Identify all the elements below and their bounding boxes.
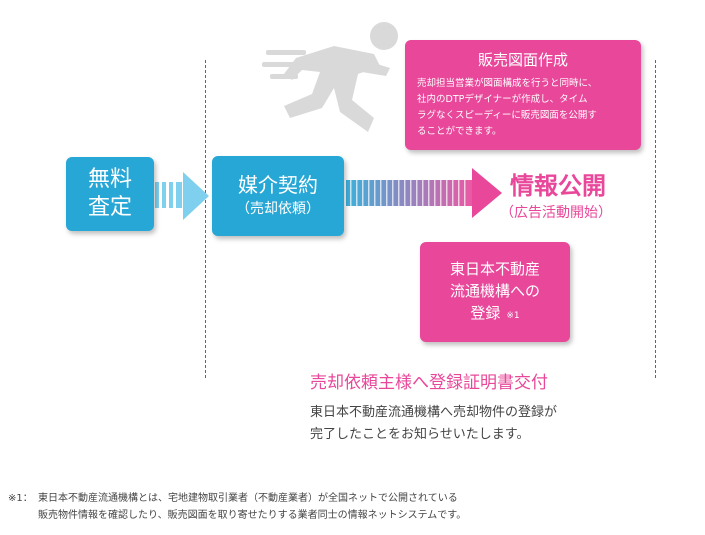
reins-line2: 流通機構への	[449, 281, 540, 300]
footnote-line1: ※1： 東日本不動産流通機構とは、宅地建物取引業者（不動産業者）が全国ネットで公開…	[8, 490, 466, 507]
footnote: ※1： 東日本不動産流通機構とは、宅地建物取引業者（不動産業者）が全国ネットで公開…	[8, 490, 466, 524]
footnote-text1: 東日本不動産流通機構とは、宅地建物取引業者（不動産業者）が全国ネットで公開されて…	[38, 493, 458, 504]
arrow-mediation-to-publish	[346, 168, 502, 218]
sales-drawing-title: 販売図面作成	[477, 51, 568, 69]
reins-line3: 登録 ※1	[470, 302, 519, 327]
running-person-icon	[262, 22, 398, 132]
reins-registration-box: 東日本不動産 流通機構への 登録 ※1	[420, 242, 570, 342]
arrow-free-to-mediation	[155, 172, 209, 220]
free-appraisal-line1: 無料	[87, 167, 132, 192]
reins-line1: 東日本不動産	[449, 259, 540, 278]
divider-right	[655, 60, 656, 378]
publish-subtitle: （広告活動開始）	[500, 205, 612, 221]
sales-drawing-line: 売却担当営業が図面構成を行うと同時に、	[417, 78, 598, 89]
mediation-contract-title: 媒介契約	[238, 173, 318, 197]
sales-drawing-line: ラグなくスピーディーに販売図面を公開す	[417, 110, 597, 121]
certificate-desc-line2: 完了したことをお知らせいたします。	[310, 427, 530, 442]
reins-footnote-mark: ※1	[506, 310, 520, 321]
publish-title: 情報公開	[510, 172, 606, 200]
sales-drawing-box: 販売図面作成 売却担当営業が図面構成を行うと同時に、 社内のDTPデザイナーが作…	[405, 40, 641, 150]
sales-drawing-line: ることができます。	[417, 126, 502, 137]
sales-drawing-line: 社内のDTPデザイナーが作成し、タイム	[417, 94, 588, 105]
reins-line3-text: 登録	[470, 303, 501, 322]
certificate-title: 売却依頼主様へ登録証明書交付	[310, 373, 548, 393]
footnote-mark: ※1：	[8, 493, 33, 504]
footnote-line2: 販売物件情報を確認したり、販売図面を取り寄せたりする業者同士の情報ネットシステム…	[38, 510, 467, 521]
certificate-description: 東日本不動産流通機構へ売却物件の登録が 完了したことをお知らせいたします。	[310, 402, 630, 446]
certificate-desc-line1: 東日本不動産流通機構へ売却物件の登録が	[310, 405, 558, 420]
free-appraisal-box: 無料 査定	[66, 157, 154, 231]
mediation-contract-subtitle: （売却依頼）	[236, 201, 320, 217]
sales-drawing-body: 売却担当営業が図面構成を行うと同時に、 社内のDTPデザイナーが作成し、タイム …	[417, 76, 629, 140]
free-appraisal-line2: 査定	[87, 195, 132, 220]
divider-left	[205, 60, 206, 378]
mediation-contract-box: 媒介契約 （売却依頼）	[212, 156, 344, 236]
